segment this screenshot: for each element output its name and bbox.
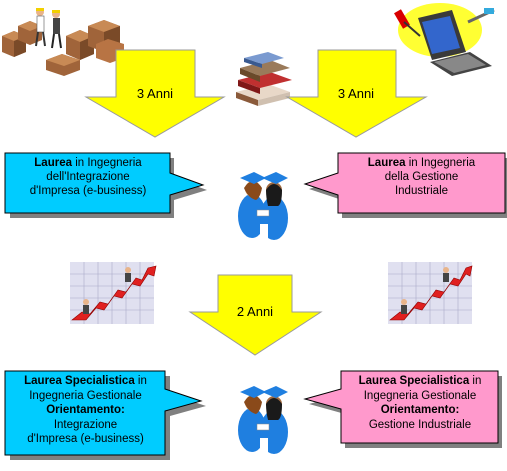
spec-left-bold-title: Laurea Specialistica	[24, 375, 135, 387]
arrow-label-right: 3 Anni	[338, 86, 374, 101]
graduates-icon	[238, 172, 288, 240]
books-icon	[236, 52, 292, 106]
arrow-label-middle: 2 Anni	[237, 304, 273, 319]
spec-left-orientamento: Orientamento:	[46, 404, 125, 416]
warehouse-workers-icon	[2, 8, 124, 76]
spec-right-bold-title: Laurea Specialistica	[358, 375, 470, 387]
spec-left-callout	[4, 370, 206, 460]
arrow-3-anni-right: 3 Anni	[285, 49, 428, 138]
growth-chart-icon-right	[388, 262, 473, 324]
computer-icon	[394, 3, 495, 76]
laurea-left-text: Laurea in Ingegneria dell'Integrazione d…	[29, 157, 147, 197]
spec-right-callout	[303, 370, 502, 448]
graduates-icon-bottom	[238, 386, 288, 454]
growth-chart-icon	[70, 262, 157, 324]
arrow-label-left: 3 Anni	[137, 86, 173, 101]
laurea-right-callout	[303, 152, 507, 218]
spec-right-text: Laurea Specialistica in Ingegneria Gesti…	[358, 375, 482, 431]
arrow-3-anni-left: 3 Anni	[84, 49, 226, 138]
laurea-right-bold: Laurea	[367, 157, 406, 169]
laurea-left-bold: Laurea	[34, 157, 72, 169]
laurea-right-text: Laurea in Ingegneria della Gestione Indu…	[367, 157, 476, 197]
spec-right-orientamento: Orientamento:	[380, 404, 460, 416]
arrow-2-anni: 2 Anni	[188, 274, 323, 356]
spec-left-text: Laurea Specialistica in Ingegneria Gesti…	[24, 375, 147, 445]
laurea-left-callout	[4, 152, 207, 218]
